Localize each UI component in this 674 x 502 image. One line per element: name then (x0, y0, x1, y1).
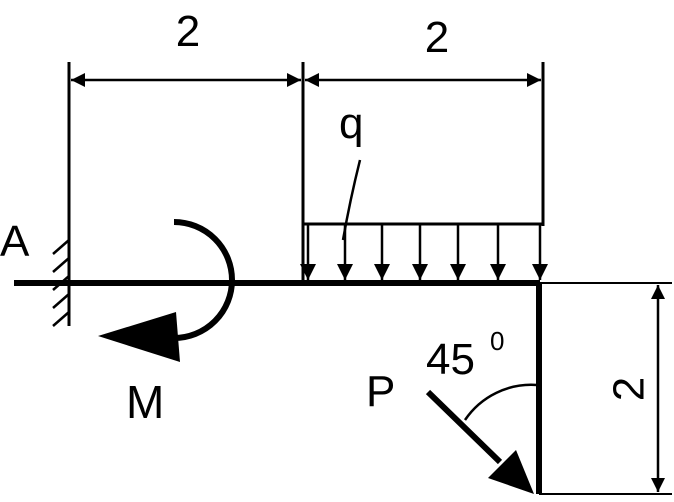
angle-label: 45 (426, 335, 475, 384)
moment-m-arrow (98, 219, 235, 362)
load-label-q: q (339, 99, 363, 148)
force-label-p: P (366, 367, 395, 416)
support-label-a: A (0, 217, 30, 266)
dim-label-vertical: 2 (605, 377, 654, 401)
force-p-arrow (425, 389, 534, 494)
q-leader-line (341, 159, 362, 241)
moment-label-m: M (126, 376, 164, 428)
angle-arc (463, 383, 538, 421)
distributed-load-q (300, 222, 548, 280)
fixed-support-a (52, 62, 71, 327)
dim-label-top-right: 2 (425, 13, 449, 62)
angle-degree-sign: 0 (490, 326, 504, 356)
dim-label-top-left: 2 (176, 7, 200, 56)
